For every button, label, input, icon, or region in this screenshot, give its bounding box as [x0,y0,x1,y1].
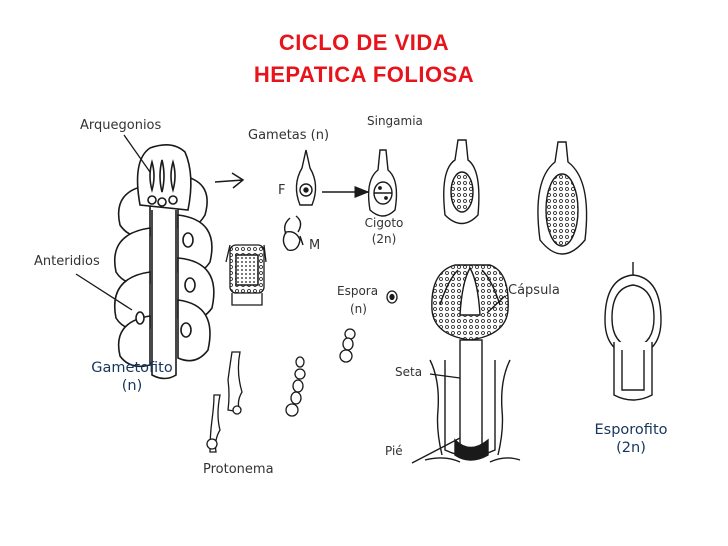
label-pie: Pié [385,444,403,458]
label-gametas: Gametas (n) [248,128,330,143]
protonema-illustration [206,351,243,453]
gametophyte-illustration [114,144,215,380]
sperm-gamete-illustration [282,215,304,251]
label-arquegonios: Arquegonios [80,118,162,133]
zygote-illustration [367,149,398,217]
label-anteridios: Anteridios [34,254,100,269]
capsule-pointer [486,295,506,314]
germinating-spore-illustration [285,328,356,417]
label-protonema: Protonema [203,462,274,477]
label-gametofito: Gametofito [91,360,173,376]
embryo-stage-1-illustration [443,139,480,225]
egg-gamete-illustration [295,149,317,206]
label-f: F [278,183,286,198]
label-esporofito-ploidy: (2n) [616,440,646,456]
label-espora-ploidy: (n) [350,302,367,316]
spore-illustration [386,290,398,304]
label-esporofito: Esporofito [594,422,668,438]
label-gametofito-ploidy: (n) [121,378,143,394]
foot-pointer [411,437,461,464]
mature-sporophyte-illustration [424,264,521,463]
sporophyte-illustration [604,262,662,401]
label-singamia: Singamia [367,114,423,128]
label-cigoto: Cigoto [364,216,404,230]
label-cigoto-ploidy: (2n) [371,232,397,246]
gametophyte-pointers [75,134,151,311]
label-m: M [309,238,321,253]
label-capsula: Cápsula [508,283,560,298]
label-espora: Espora [337,284,379,298]
small-transition-arrow [214,172,245,189]
embryo-stage-2-illustration [537,141,588,255]
seta-pointer [429,373,461,379]
title-line-2: HEPATICA FOLIOSA [253,62,475,87]
label-seta: Seta [395,365,423,379]
young-sporophyte-illustration [225,244,267,306]
title-line-1: CICLO DE VIDA [278,30,450,55]
